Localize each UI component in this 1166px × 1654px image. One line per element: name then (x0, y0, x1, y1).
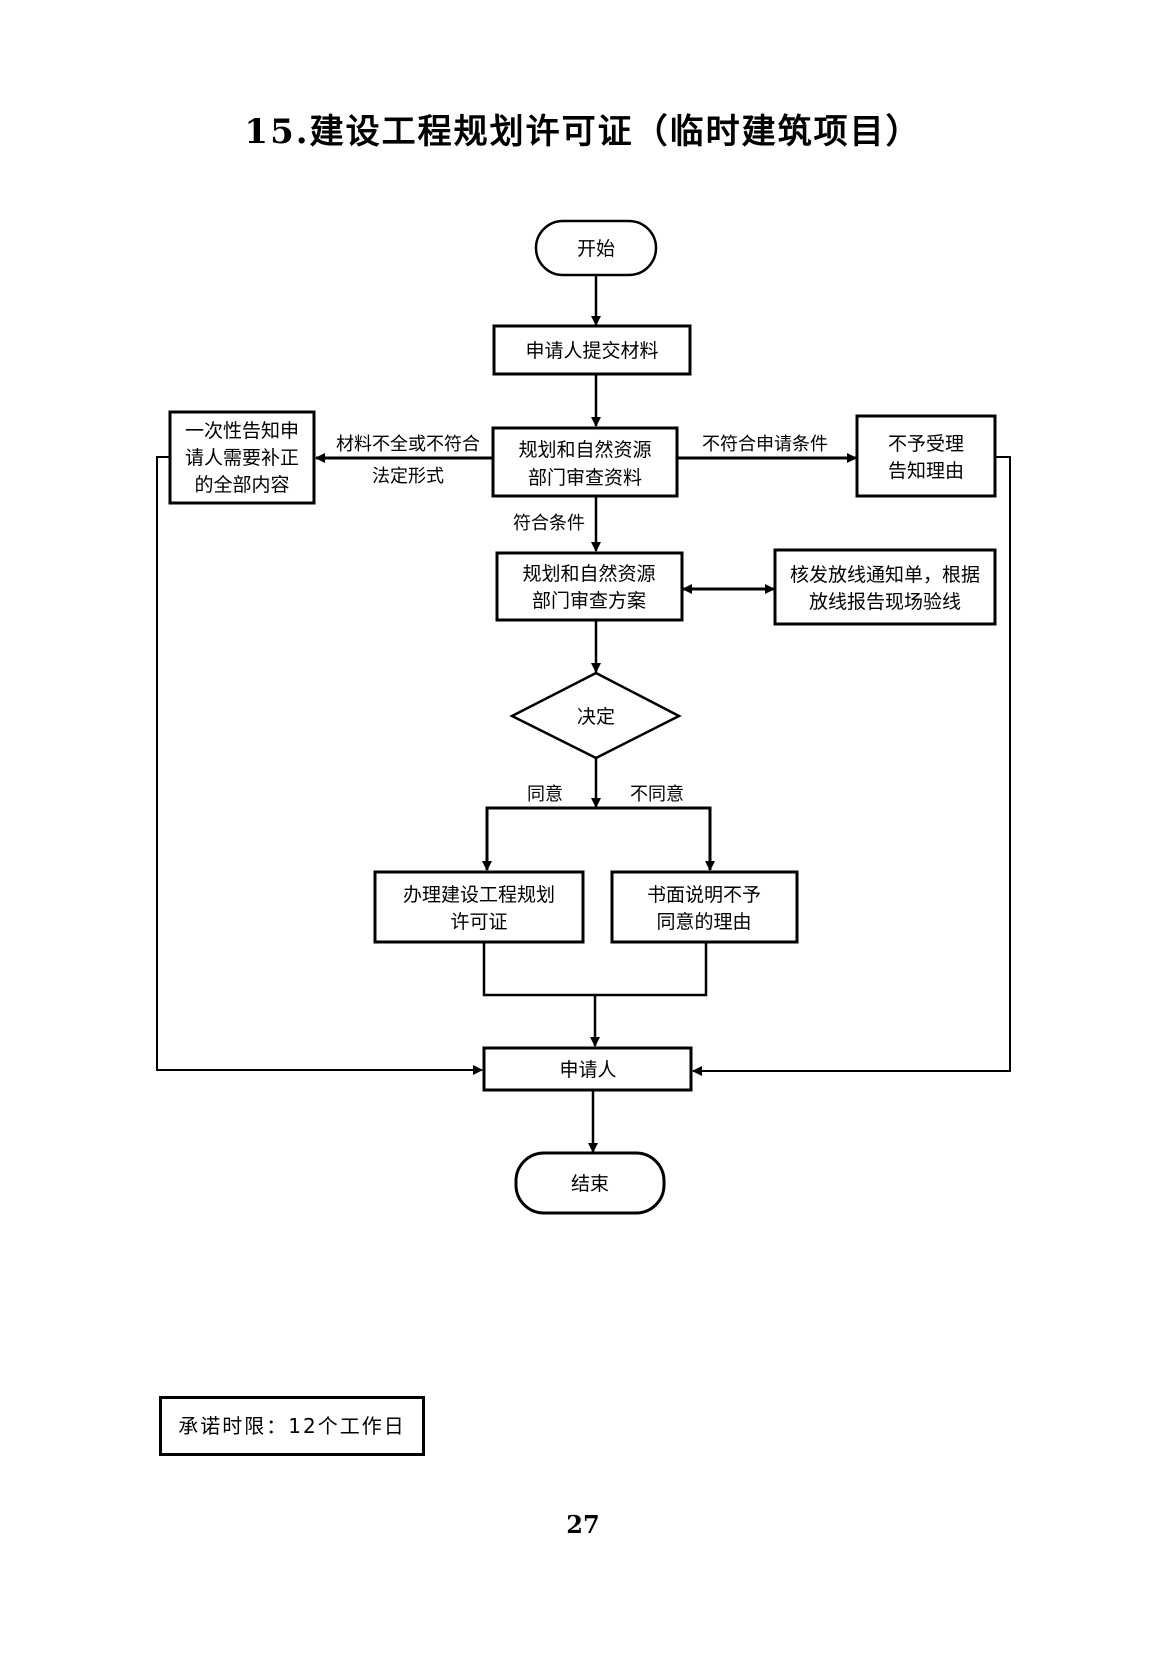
review-materials-node: 规划和自然资源 部门审查资料 (491, 426, 679, 498)
page-number: 27 (566, 1510, 600, 1539)
reject-node: 不予受理 告知理由 (855, 414, 997, 498)
edge-label-agree: 同意 (527, 784, 563, 805)
edge-merge (482, 942, 708, 997)
deadline-box: 承诺时限：12个工作日 (159, 1396, 425, 1456)
start-label: 开始 (577, 238, 615, 260)
edge-reject-applicant (692, 456, 1011, 1076)
review-plan-node: 规划和自然资源 部门审查方案 (495, 551, 684, 622)
notify-line-3: 的全部内容 (194, 474, 289, 496)
review-plan-line-1: 规划和自然资源 (522, 563, 655, 585)
refusal-line-1: 书面说明不予 (647, 884, 761, 906)
page-title: 15.建设工程规划许可证（临时建筑项目） (244, 112, 922, 152)
edge-label-disagree: 不同意 (630, 784, 684, 805)
refusal-line-2: 同意的理由 (656, 911, 751, 933)
review-materials-line-1: 规划和自然资源 (518, 439, 651, 461)
review-plan-line-2: 部门审查方案 (532, 590, 646, 612)
layout-line-1: 核发放线通知单，根据 (790, 564, 980, 586)
review-materials-line-2: 部门审查资料 (528, 467, 642, 489)
decision-label: 决定 (577, 706, 615, 728)
start-node: 开始 (534, 219, 658, 277)
applicant-label: 申请人 (559, 1059, 616, 1081)
notify-line-1: 一次性告知申 (185, 420, 299, 442)
issue-permit-line-2: 许可证 (450, 911, 507, 933)
layout-line-2: 放线报告现场验线 (809, 591, 961, 613)
issue-permit-line-1: 办理建设工程规划 (403, 884, 555, 906)
layout-notice-node: 核发放线通知单，根据 放线报告现场验线 (773, 548, 997, 626)
end-label: 结束 (571, 1173, 609, 1195)
submit-label: 申请人提交材料 (525, 340, 658, 362)
notify-line-2: 请人需要补正 (185, 447, 299, 469)
edge-label-not-eligible: 不符合申请条件 (702, 434, 828, 455)
reject-line-1: 不予受理 (888, 433, 964, 455)
reject-line-2: 告知理由 (888, 460, 964, 482)
edge-branch (485, 806, 712, 868)
submit-node: 申请人提交材料 (492, 324, 692, 376)
decision-node: 决定 (509, 671, 682, 760)
edge-label-incomplete-1: 材料不全或不符合 (336, 434, 480, 455)
notify-corrections-node: 一次性告知申 请人需要补正 的全部内容 (168, 410, 316, 505)
end-node: 结束 (514, 1151, 666, 1215)
issue-permit-node: 办理建设工程规划 许可证 (373, 870, 585, 944)
written-refusal-node: 书面说明不予 同意的理由 (610, 870, 799, 944)
edge-label-incomplete-2: 法定形式 (372, 466, 444, 487)
edge-label-eligible: 符合条件 (513, 513, 585, 534)
edge-notify-applicant (156, 456, 483, 1075)
deadline-text: 承诺时限：12个工作日 (178, 1414, 406, 1438)
applicant-node: 申请人 (482, 1046, 693, 1092)
